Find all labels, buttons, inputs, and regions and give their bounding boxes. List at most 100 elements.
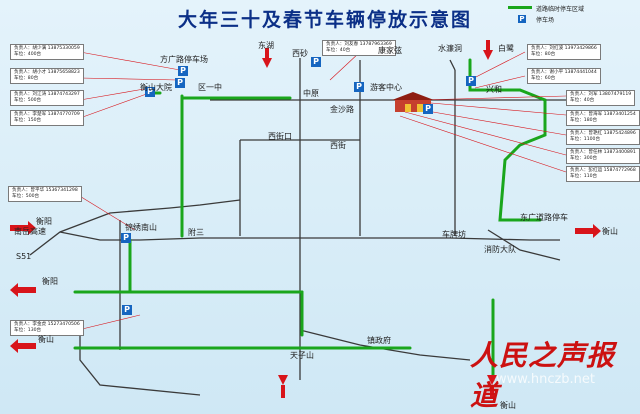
parking-icon[interactable]: P (311, 57, 321, 67)
parking-icon[interactable]: P (423, 104, 433, 114)
parking-manager: 负责人：曾艳红 13875424896 (570, 131, 636, 136)
arrow-hengshan-out (10, 339, 36, 353)
parking-manager: 负责人：刘江涛 13874743297 (14, 92, 80, 97)
place-label: 衡山大院 (140, 83, 172, 92)
legend-green-line (508, 6, 532, 9)
parking-manager: 负责人：曾平华 15367341298 (12, 188, 78, 193)
parking-icon[interactable]: P (122, 305, 132, 315)
parking-manager: 负责人：刘友春 13787963369 (326, 42, 392, 47)
parking-info-box: 负责人：刘军 13807479119 车位：40台 (566, 90, 636, 106)
parking-icon: P (518, 15, 526, 23)
place-label: 车牌坊 (442, 230, 466, 239)
parking-manager: 负责人：刘军 13807479119 (570, 92, 632, 97)
watermark-logo: 人民之声报道 (470, 339, 616, 412)
arrow-south-east (487, 375, 497, 398)
place-label: 白鹭 (498, 44, 514, 53)
arrow-hengyang-out (10, 283, 36, 297)
arrow-bainiao (483, 40, 493, 60)
parking-capacity: 车位：110台 (570, 174, 598, 179)
place-label: 衡山 (602, 227, 618, 236)
place-label: 南岳高速 (14, 227, 46, 236)
parking-icon[interactable]: P (145, 87, 155, 97)
place-label: 东湖 (258, 41, 274, 50)
parking-manager: 负责人：李金虎 15273470506 (14, 322, 80, 327)
parking-info-box: 负责人：李楚军 13874770709 车位：150台 (10, 110, 84, 126)
parking-info-box: 负责人：曾平华 15367341298 车位：500台 (8, 186, 82, 202)
parking-capacity: 车位：300台 (570, 156, 598, 161)
place-label: 西街口 (268, 132, 292, 141)
parking-capacity: 车位：150台 (14, 118, 42, 123)
parking-capacity: 车位：40台 (326, 48, 351, 53)
parking-capacity: 车位：500台 (12, 194, 40, 199)
parking-info-box: 负责人：曾艳红 13875424896 车位：1100台 (566, 129, 640, 145)
place-label: 衡阳 (36, 217, 52, 226)
parking-capacity: 车位：130台 (14, 328, 42, 333)
parking-manager: 负责人：曾海军 13873401254 (570, 112, 636, 117)
place-label: 东广道路停车 (520, 213, 568, 222)
parking-capacity: 车位：40台 (570, 98, 595, 103)
parking-info-box: 负责人：曾任林 13873400891 车位：300台 (566, 148, 640, 164)
place-label: 衡山 (38, 335, 54, 344)
map-legend: 道路临时停车区域 P 停车场 (504, 2, 634, 26)
parking-manager: 负责人：胡小才 13875658823 (14, 70, 80, 75)
parking-info-box: 负责人：谢小平 13874441044 车位：60台 (527, 68, 601, 84)
parking-manager: 负责人：李楚军 13874770709 (14, 112, 80, 117)
temple-icon (392, 92, 434, 112)
watermark-url: www.hnczb.net (496, 372, 596, 387)
parking-manager: 负责人：彭红运 15874772968 (570, 168, 636, 173)
place-label: 金沙路 (330, 105, 354, 114)
arrow-dongshu (262, 48, 272, 68)
place-label: 天子山 (290, 351, 314, 360)
place-label: 游客中心 (370, 83, 402, 92)
place-label: 区一中 (198, 83, 222, 92)
parking-icon[interactable]: P (175, 78, 185, 88)
parking-info-box: 负责人：刘江涛 13874743297 车位：500台 (10, 90, 84, 106)
parking-capacity: 车位：1100台 (570, 137, 601, 142)
road-south-east (299, 329, 471, 361)
place-label: 衡阳 (42, 277, 58, 286)
place-label: 西街 (330, 141, 346, 150)
parking-capacity: 车位：500台 (14, 98, 42, 103)
parking-capacity: 车位：80台 (14, 76, 39, 81)
place-label: 西砂 (292, 49, 308, 58)
place-label: 衡山 (500, 401, 516, 410)
arrow-south-center (278, 375, 288, 398)
place-label: 兴和 (486, 85, 502, 94)
parking-info-box: 负责人：刘红波 13973429866 车位：80台 (527, 44, 601, 60)
parking-icon[interactable]: P (178, 66, 188, 76)
road-xiaofang (487, 229, 561, 261)
parking-icon[interactable]: P (121, 233, 131, 243)
place-label: 中原 (303, 89, 319, 98)
parking-info-box: 负责人：曾海军 13873401254 车位：180台 (566, 110, 640, 126)
parking-capacity: 车位：80台 (531, 52, 556, 57)
place-label: 水濂洞 (438, 44, 462, 53)
parking-info-box: 负责人：胡小才 13875658823 车位：80台 (10, 68, 84, 84)
place-label: 附三 (188, 228, 204, 237)
map-title: 大年三十及春节车辆停放示意图 (177, 9, 472, 31)
parking-manager: 负责人：刘红波 13973429866 (531, 46, 597, 51)
parking-capacity: 车位：400台 (14, 52, 42, 57)
place-label: 康家弦 (378, 46, 402, 55)
parking-manager: 负责人：曾任林 13873400891 (570, 150, 636, 155)
parking-manager: 负责人：胡少满 13875330059 (14, 46, 80, 51)
place-label: 方广路停车场 (160, 55, 208, 64)
parking-capacity: 车位：60台 (531, 76, 556, 81)
parking-icon[interactable]: P (354, 82, 364, 92)
legend-parking-lot: 停车场 (536, 17, 555, 24)
parking-info-box: 负责人：胡少满 13875330059 车位：400台 (10, 44, 84, 60)
parking-manager: 负责人：谢小平 13874441044 (531, 70, 597, 75)
parking-capacity: 车位：180台 (570, 118, 598, 123)
arrow-hengyang-in (10, 221, 36, 235)
road-main-east-west (59, 231, 560, 241)
road-south-west (79, 330, 201, 396)
parking-icon[interactable]: P (466, 76, 476, 86)
arrow-hengshan-east (575, 224, 601, 238)
place-label: 锦绣南山 (125, 223, 157, 232)
parking-info-box: 负责人：李金虎 15273470506 车位：130台 (10, 320, 84, 336)
road-shuilian-spur (449, 59, 456, 71)
parking-info-box: 负责人：刘友春 13787963369 车位：40台 (322, 40, 396, 56)
parking-info-box: 负责人：彭红运 15874772968 车位：110台 (566, 166, 640, 182)
place-label: 镇政府 (367, 336, 391, 345)
